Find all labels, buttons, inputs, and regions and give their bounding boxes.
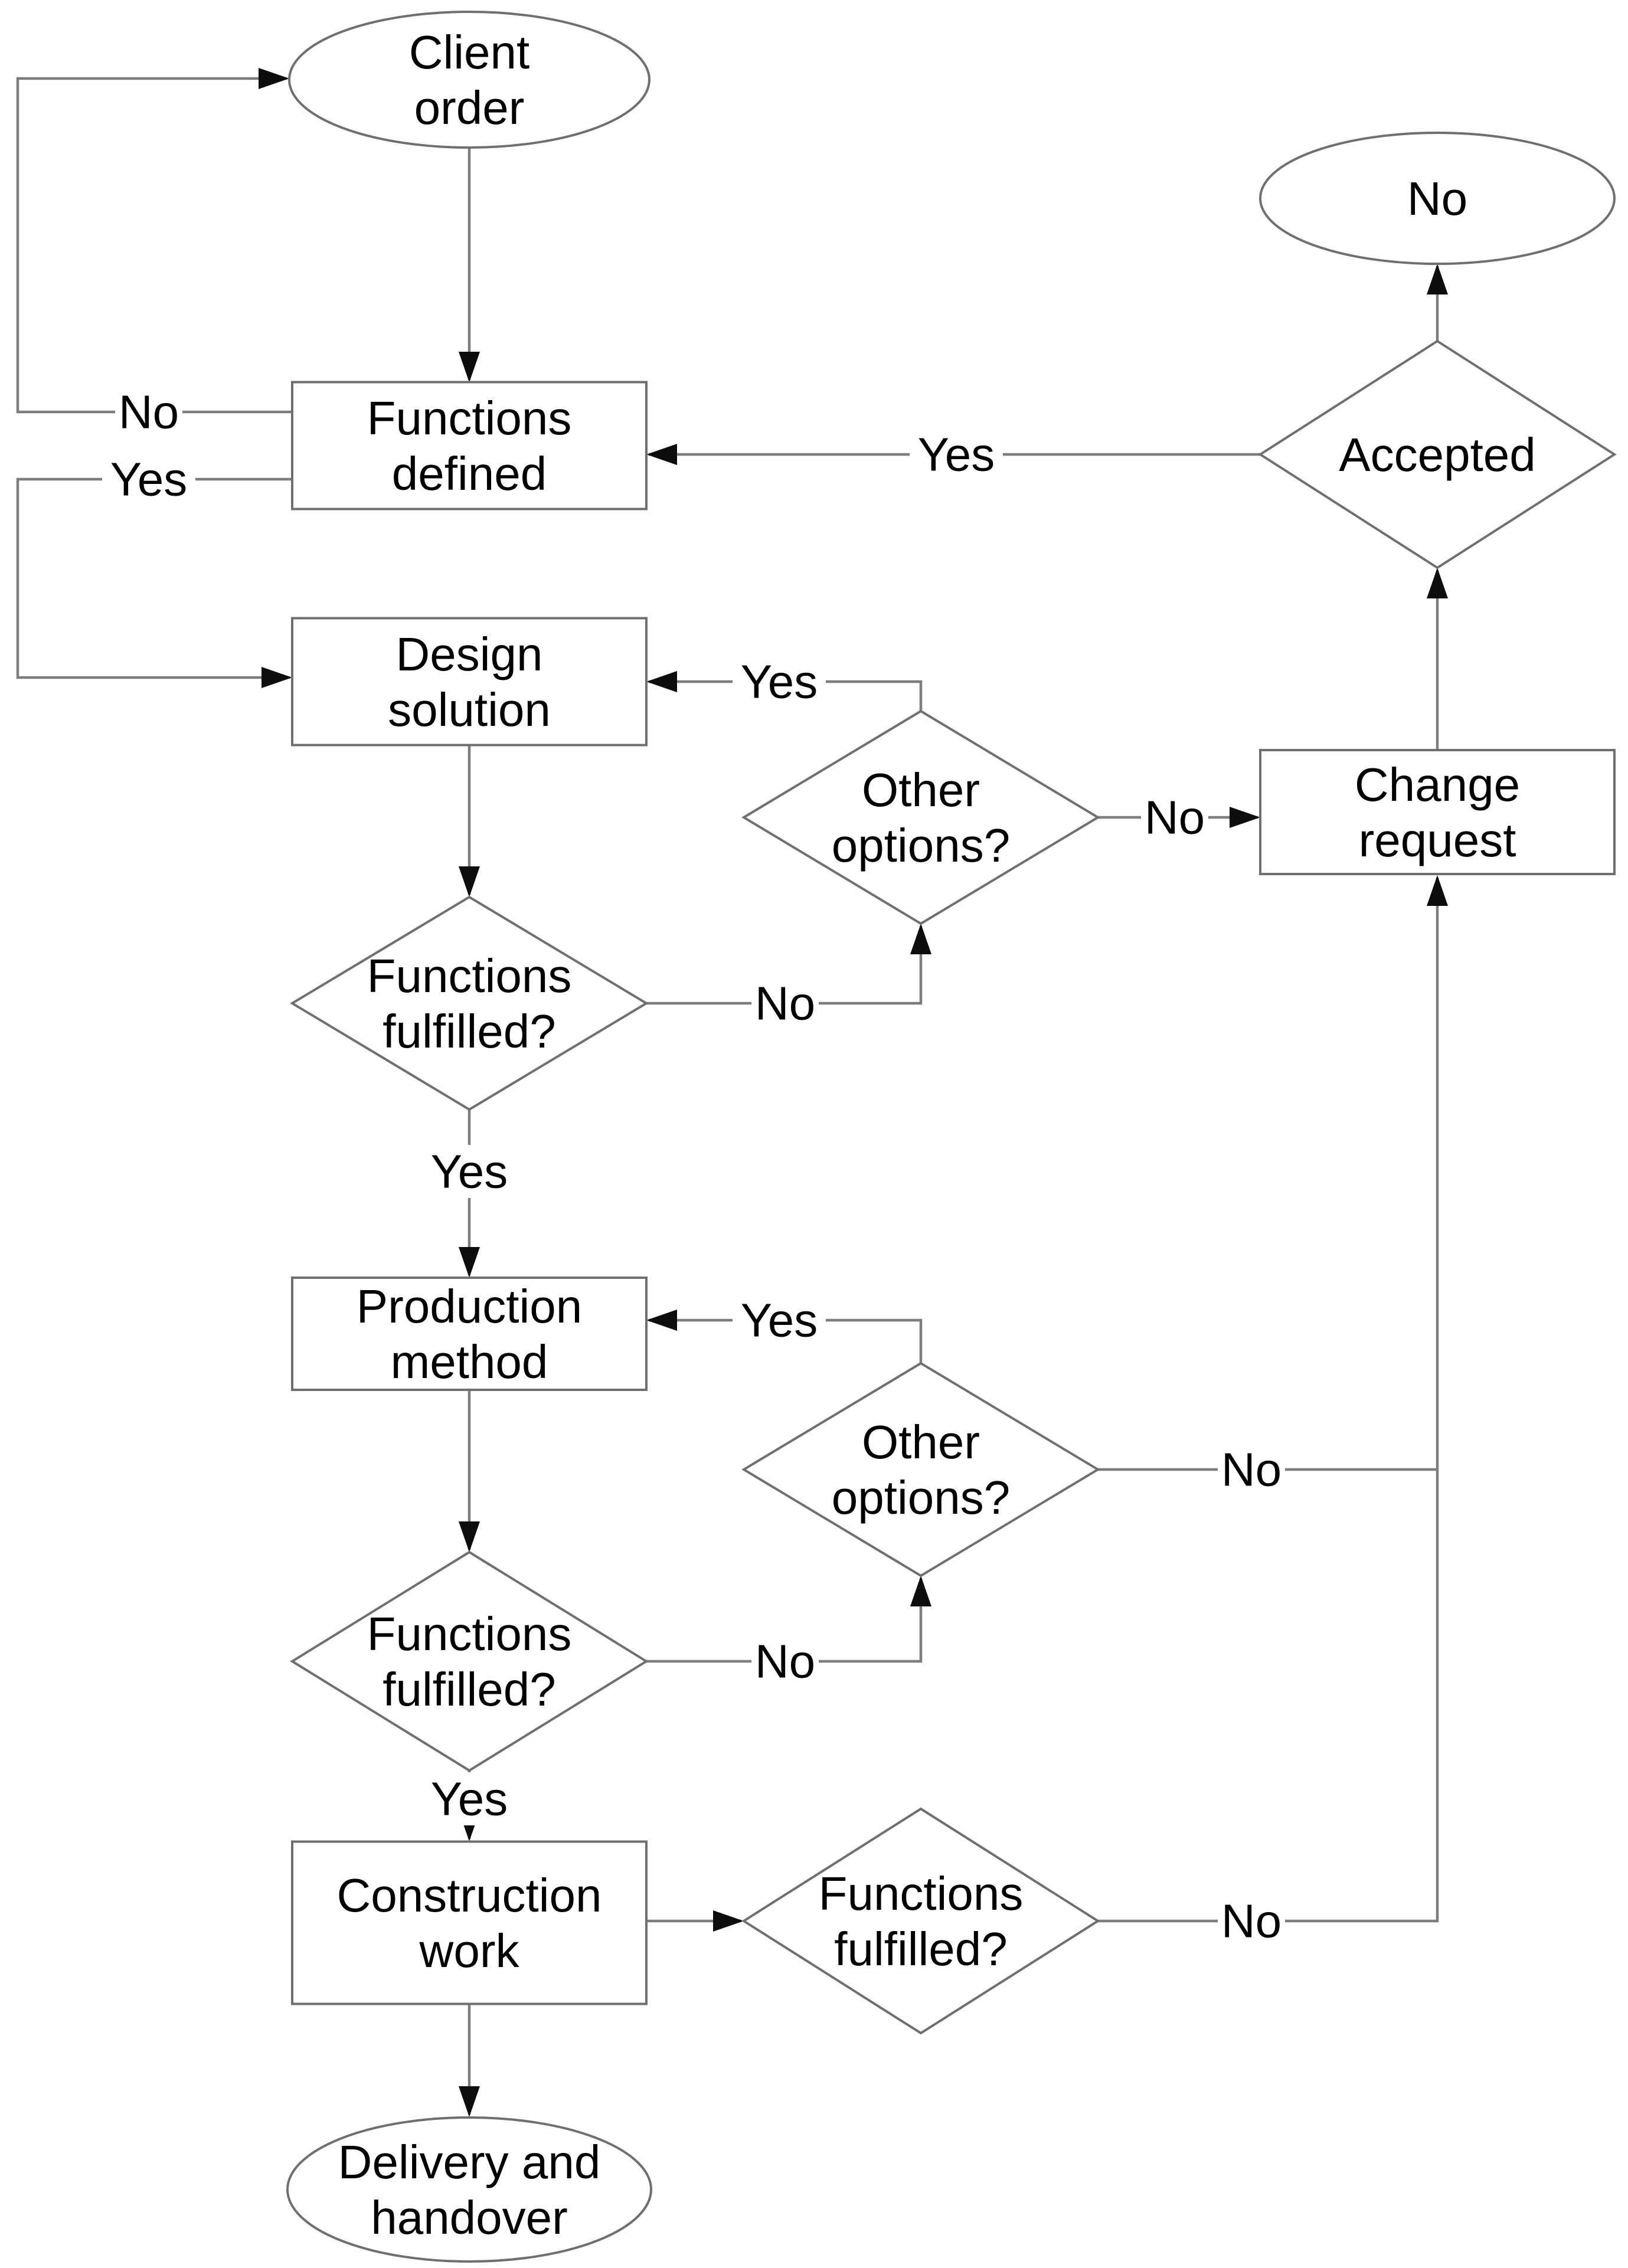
edge-label-bg-ff1-no-options1 — [751, 977, 819, 1030]
other-options-2-shape — [741, 1362, 1100, 1578]
edge-ff3-no-change — [1098, 875, 1448, 1923]
edge-label-bg-ff1-yes-production — [423, 1145, 516, 1198]
edge-label-ff1-yes-production: Yes — [431, 1146, 508, 1198]
client-order-shape — [288, 11, 650, 149]
edge-label-bg-options1-yes-design — [733, 655, 826, 708]
node-accepted: Accepted — [1258, 339, 1617, 570]
edge-ff2-no-options2 — [646, 1576, 931, 1663]
edge-label-functions-no-client: No — [119, 386, 179, 438]
edge-label-bg-ff2-yes-construction — [423, 1772, 516, 1825]
edge-label-bg-ff3-no-change — [1218, 1894, 1285, 1948]
edge-label-ff1-no-options1: No — [755, 977, 815, 1030]
edge-label-functions-yes-design: Yes — [110, 453, 188, 506]
design-solution-shape — [291, 617, 648, 747]
edge-label-bg-options2-yes-production — [733, 1294, 826, 1347]
accepted-shape — [1258, 339, 1617, 570]
edge-label-bg-accepted-yes-functions — [910, 428, 1003, 481]
edge-label-ff3-no-change: No — [1221, 1895, 1282, 1948]
functions-defined-shape — [291, 381, 648, 510]
edge-label-bg-options2-no-join — [1218, 1443, 1285, 1496]
other-options-1-shape — [741, 709, 1100, 925]
change-request-shape — [1259, 749, 1616, 875]
edge-label-bg-options1-no-change — [1141, 791, 1208, 844]
node-no-terminal: No — [1259, 132, 1616, 265]
edge-label-bg-functions-no-client — [115, 385, 182, 438]
edge-label-bg-functions-yes-design — [102, 453, 195, 506]
edge-functions-yes-design — [16, 477, 292, 688]
edge-label-options2-yes-production: Yes — [741, 1294, 818, 1347]
edge-functions-no-client — [16, 68, 292, 414]
no-terminal-label: No — [1407, 172, 1467, 225]
accepted-label: Accepted — [1339, 428, 1536, 481]
edge-label-ff2-yes-construction: Yes — [431, 1773, 508, 1825]
delivery-handover-shape — [286, 2116, 652, 2263]
edge-label-options1-yes-design: Yes — [741, 656, 818, 708]
edge-label-bg-ff2-no-options2 — [751, 1635, 819, 1688]
functions-fulfilled-3-shape — [741, 1807, 1100, 2035]
edge-label-options2-no-join: No — [1221, 1444, 1282, 1496]
edge-label-ff2-no-options2: No — [755, 1635, 815, 1688]
edge-label-options1-no-change: No — [1145, 791, 1205, 844]
edge-ff1-no-options1 — [646, 924, 931, 1005]
construction-work-shape — [291, 1840, 648, 2005]
edge-layer — [16, 68, 1448, 2117]
functions-fulfilled-2-shape — [290, 1550, 649, 1772]
production-method-shape — [291, 1277, 648, 1391]
functions-fulfilled-1-shape — [290, 895, 649, 1111]
no-terminal-shape — [1259, 132, 1616, 265]
edge-label-accepted-yes-functions: Yes — [918, 428, 995, 481]
